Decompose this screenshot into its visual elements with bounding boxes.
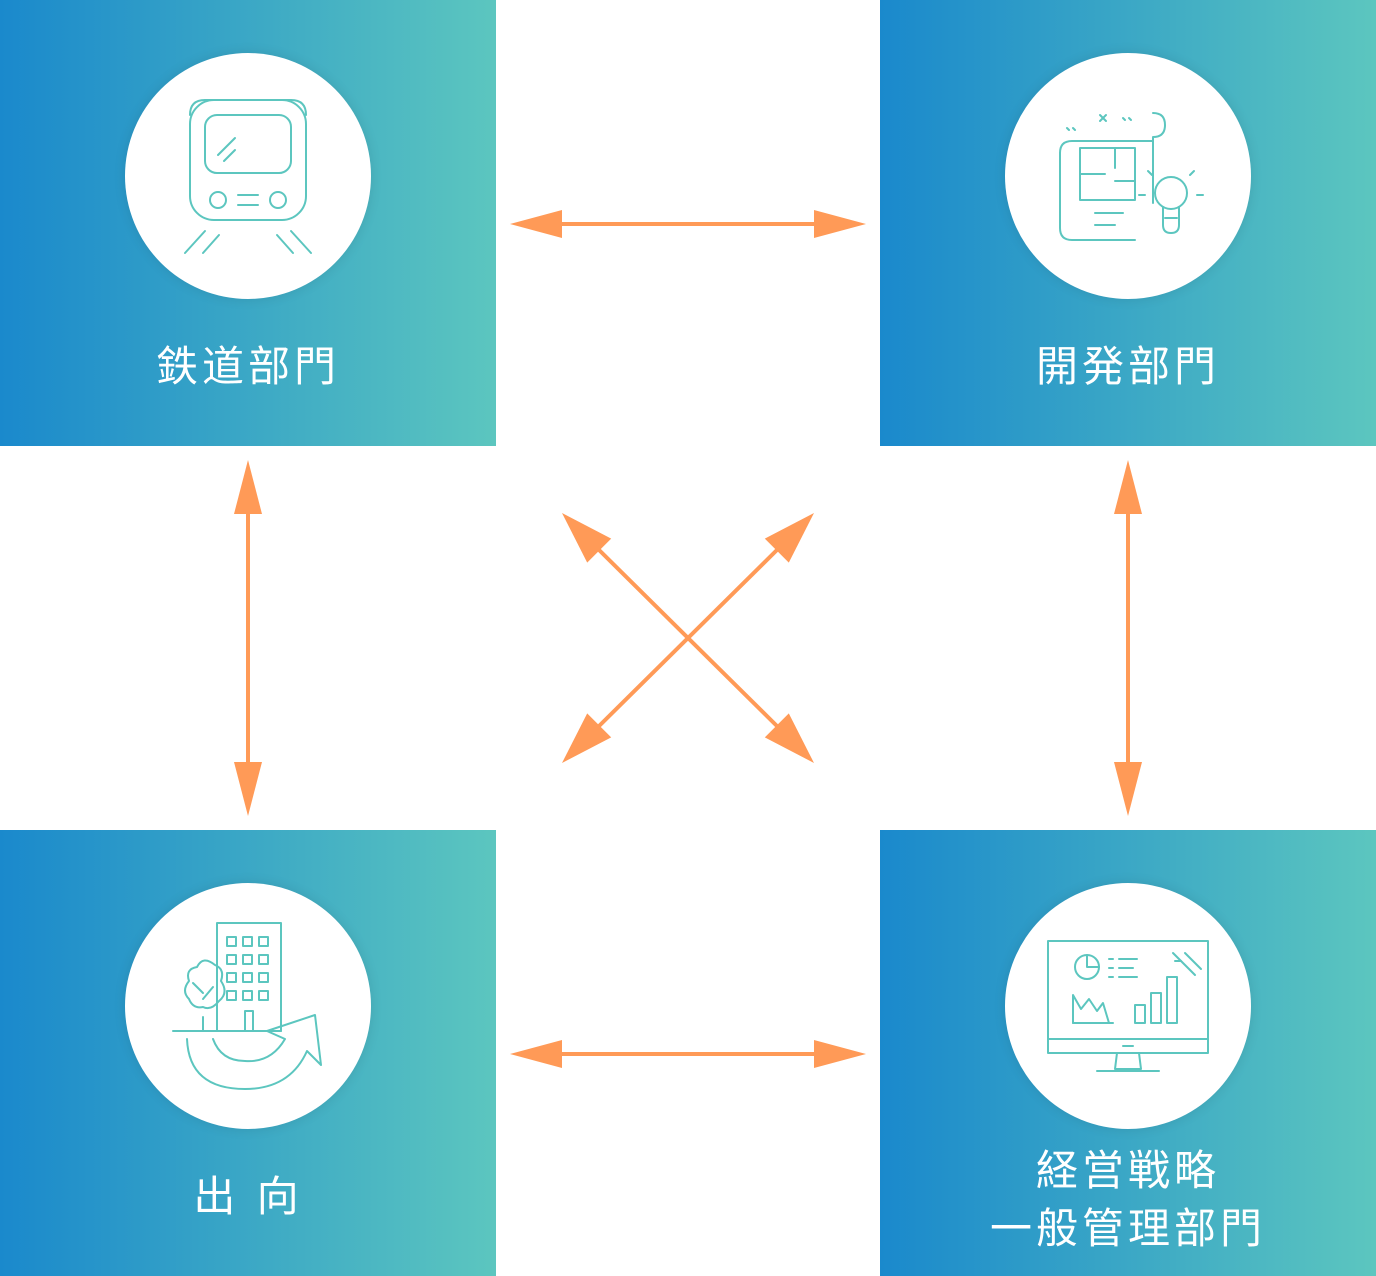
arrow-development-secondment — [562, 513, 814, 763]
arrow-head — [562, 513, 612, 563]
development-department-label: 開発部門 — [1035, 342, 1220, 391]
blueprint-lightbulb-icon — [1059, 112, 1204, 241]
secondment-box: 出 向 — [0, 830, 496, 1276]
arrow-railway-development — [510, 210, 866, 238]
arrow-head — [234, 460, 262, 514]
development-icon-circle — [1005, 53, 1251, 299]
arrow-railway-secondment — [234, 460, 262, 816]
arrow-head — [1114, 460, 1142, 514]
railway-department-box: 鉄道部門 — [0, 0, 496, 446]
secondment-icon-circle — [125, 883, 371, 1129]
arrow-head — [764, 513, 814, 563]
management-label-line2: 一般管理部門 — [989, 1204, 1266, 1253]
arrow-development-management — [1114, 460, 1142, 816]
management-department-box: 経営戦略 一般管理部門 — [880, 830, 1376, 1276]
arrow-secondment-management — [510, 1040, 866, 1068]
arrow-head — [234, 762, 262, 816]
arrow-head — [1114, 762, 1142, 816]
development-department-box: 開発部門 — [880, 0, 1376, 446]
railway-department-label: 鉄道部門 — [155, 342, 340, 391]
arrow-head — [814, 210, 866, 238]
arrow-head — [562, 713, 612, 763]
monitor-chart-icon — [1047, 940, 1209, 1072]
arrow-head — [510, 210, 562, 238]
railway-icon-circle — [125, 53, 371, 299]
secondment-label: 出 向 — [193, 1172, 303, 1221]
management-icon-circle — [1005, 883, 1251, 1129]
management-department-label: 経営戦略 一般管理部門 — [880, 1142, 1376, 1258]
management-label-line1: 経営戦略 — [1035, 1146, 1220, 1195]
arrow-head — [814, 1040, 866, 1068]
arrow-head — [510, 1040, 562, 1068]
train-icon — [184, 99, 312, 254]
arrow-head — [764, 713, 814, 763]
building-arrow-icon — [172, 922, 322, 1090]
